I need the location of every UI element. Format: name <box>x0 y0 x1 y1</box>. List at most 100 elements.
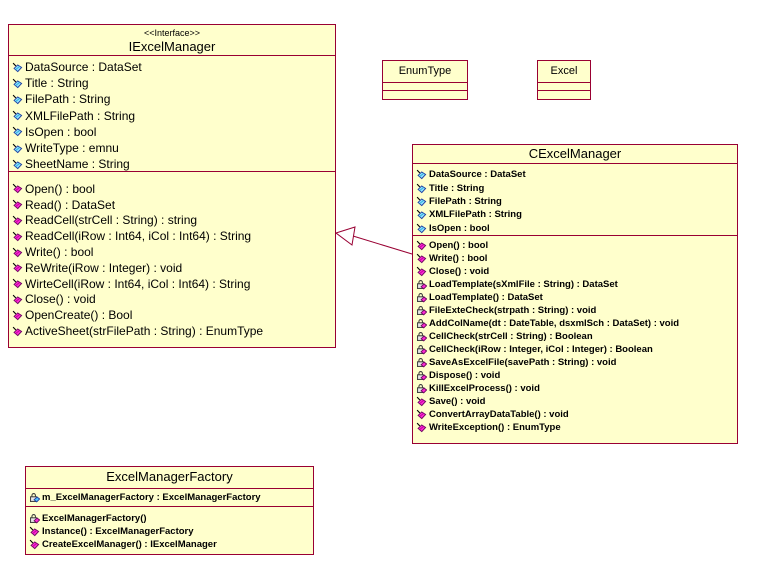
member-row: FilePath : String <box>413 195 737 208</box>
member-text: Close() : void <box>25 292 96 307</box>
attribute-icon <box>415 196 428 207</box>
private-method-icon <box>415 318 428 329</box>
member-row: SaveAsExcelFile(savePath : String) : voi… <box>413 356 737 369</box>
member-row: Dispose() : void <box>413 369 737 382</box>
generalization-line[interactable] <box>352 235 413 255</box>
member-row: WirteCell(iRow : Int64, iCol : Int64) : … <box>9 276 335 292</box>
method-icon <box>11 310 24 321</box>
member-row: IsOpen : bool <box>413 222 737 235</box>
member-row: ActiveSheet(strFilePath : String) : Enum… <box>9 323 335 339</box>
method-icon <box>415 266 428 277</box>
member-text: ConvertArrayDataTable() : void <box>429 409 569 420</box>
member-row: DataSource : DataSet <box>413 168 737 181</box>
member-text: Write() : bool <box>429 253 488 264</box>
member-row: LoadTemplate(sXmlFile : String) : DataSe… <box>413 278 737 291</box>
member-text: Close() : void <box>429 266 490 277</box>
member-text: ActiveSheet(strFilePath : String) : Enum… <box>25 324 264 339</box>
attribute-icon <box>11 143 24 154</box>
methods-compartment <box>383 90 467 99</box>
member-text: XMLFilePath : String <box>25 108 136 123</box>
member-text: ReWrite(iRow : Integer) : void <box>25 260 183 275</box>
member-row: XMLFilePath : String <box>413 208 737 221</box>
class-name: IExcelManager <box>128 39 216 54</box>
attribute-icon <box>415 223 428 234</box>
method-icon <box>415 396 428 407</box>
member-text: CellCheck(iRow : Integer, iCol : Integer… <box>429 344 653 355</box>
member-row: Title : String <box>413 181 737 194</box>
member-text: IsOpen : bool <box>429 222 490 234</box>
member-row: DataSource : DataSet <box>9 59 335 75</box>
member-row: SheetName : String <box>9 156 335 171</box>
method-icon <box>11 294 24 305</box>
method-icon <box>11 199 24 210</box>
class-stereotype: <<Interface>> <box>143 28 201 38</box>
attribute-icon <box>415 183 428 194</box>
class-box-excelmanagerfactory[interactable]: ExcelManagerFactory m_ExcelManagerFactor… <box>25 466 314 555</box>
attribute-icon <box>415 209 428 220</box>
private-method-icon <box>415 370 428 381</box>
class-box-excel[interactable]: Excel <box>537 60 591 100</box>
class-header: <<Interface>> IExcelManager <box>9 25 335 55</box>
member-row: FileExteCheck(strpath : String) : void <box>413 304 737 317</box>
member-text: WirteCell(iRow : Int64, iCol : Int64) : … <box>25 276 251 291</box>
attribute-icon <box>415 169 428 180</box>
member-text: SaveAsExcelFile(savePath : String) : voi… <box>429 357 617 368</box>
method-icon <box>11 326 24 337</box>
attribute-icon <box>11 110 24 121</box>
member-row: ConvertArrayDataTable() : void <box>413 408 737 421</box>
member-text: Title : String <box>25 76 89 91</box>
member-text: Title : String <box>429 182 485 194</box>
member-text: ReadCell(iRow : Int64, iCol : Int64) : S… <box>25 229 252 244</box>
member-text: m_ExcelManagerFactory : ExcelManagerFact… <box>42 492 261 503</box>
member-text: DataSource : DataSet <box>429 169 526 181</box>
class-header: CExcelManager <box>413 145 737 163</box>
member-row: AddColName(dt : DateTable, dsxmlSch : Da… <box>413 317 737 330</box>
member-text: CellCheck(strCell : String) : Boolean <box>429 331 593 342</box>
member-row: OpenCreate() : Bool <box>9 307 335 323</box>
member-row: IsOpen : bool <box>9 124 335 140</box>
generalization-arrow[interactable] <box>330 218 420 260</box>
generalization-arrowhead <box>334 226 356 246</box>
private-method-icon <box>415 383 428 394</box>
member-row: Open() : bool <box>413 239 737 252</box>
member-text: Read() : DataSet <box>25 197 116 212</box>
class-name: CExcelManager <box>528 146 622 161</box>
attribute-icon <box>11 159 24 170</box>
private-method-icon <box>415 279 428 290</box>
method-icon <box>11 215 24 226</box>
member-row: CellCheck(strCell : String) : Boolean <box>413 330 737 343</box>
member-row: KillExcelProcess() : void <box>413 382 737 395</box>
private-method-icon <box>415 344 428 355</box>
member-text: FilePath : String <box>25 92 111 107</box>
member-text: Open() : bool <box>429 240 489 251</box>
method-icon <box>415 253 428 264</box>
member-text: Open() : bool <box>25 181 96 196</box>
member-row: Instance() : ExcelManagerFactory <box>26 525 313 538</box>
member-row: WriteType : emnu <box>9 140 335 156</box>
class-box-iexcelmanager[interactable]: <<Interface>> IExcelManager DataSource :… <box>8 24 336 348</box>
class-name: Excel <box>550 65 578 77</box>
member-row: Write() : bool <box>413 252 737 265</box>
member-text: ReadCell(strCell : String) : string <box>25 213 198 228</box>
member-row: Save() : void <box>413 395 737 408</box>
member-text: WriteType : emnu <box>25 141 119 156</box>
member-row: Close() : void <box>413 265 737 278</box>
member-row: WriteException() : EnumType <box>413 421 737 434</box>
class-box-enumtype[interactable]: EnumType <box>382 60 468 100</box>
attribute-icon <box>11 78 24 89</box>
methods-compartment <box>538 90 590 99</box>
class-header: EnumType <box>383 61 467 82</box>
member-text: XMLFilePath : String <box>429 209 522 221</box>
methods-compartment: ExcelManagerFactory()Instance() : ExcelM… <box>26 506 313 556</box>
method-icon <box>415 409 428 420</box>
method-icon <box>11 278 24 289</box>
attribute-icon <box>11 126 24 137</box>
member-row: ExcelManagerFactory() <box>26 512 313 525</box>
member-row: FilePath : String <box>9 91 335 107</box>
